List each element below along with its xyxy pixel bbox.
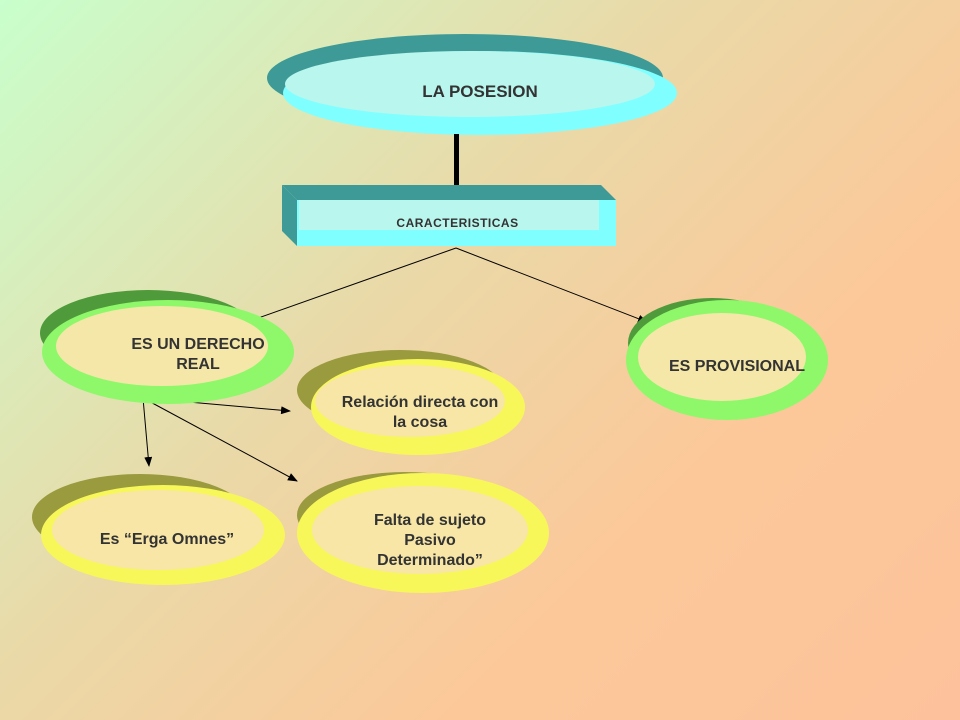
provisional-label: ES PROVISIONAL (668, 358, 806, 375)
arrow-to-falta-sujeto (142, 397, 298, 482)
title-label: LA POSESION (422, 82, 538, 102)
derecho-real-label: ES UN DERECHO REAL (131, 336, 265, 373)
relacion-label: Relación directa con la cosa (341, 394, 499, 431)
node-erga-omnes (32, 474, 285, 585)
node-relacion (297, 350, 525, 455)
node-provisional (626, 298, 828, 420)
arrow-to-derecho-real (246, 247, 457, 323)
falta-sujeto-label: Falta de sujeto Pasivo Determinado” (373, 512, 487, 569)
erga-omnes-label: Es “Erga Omnes” (99, 531, 235, 548)
arrow-to-provisional (455, 247, 648, 323)
title-ellipse (267, 34, 677, 135)
characteristics-box (282, 185, 616, 246)
node-falta-sujeto (297, 472, 549, 593)
title-connector (454, 134, 459, 194)
node-derecho-real (40, 290, 294, 404)
arrow-to-erga-omnes (142, 397, 153, 467)
characteristics-label: CARACTERISTICAS (396, 215, 519, 230)
